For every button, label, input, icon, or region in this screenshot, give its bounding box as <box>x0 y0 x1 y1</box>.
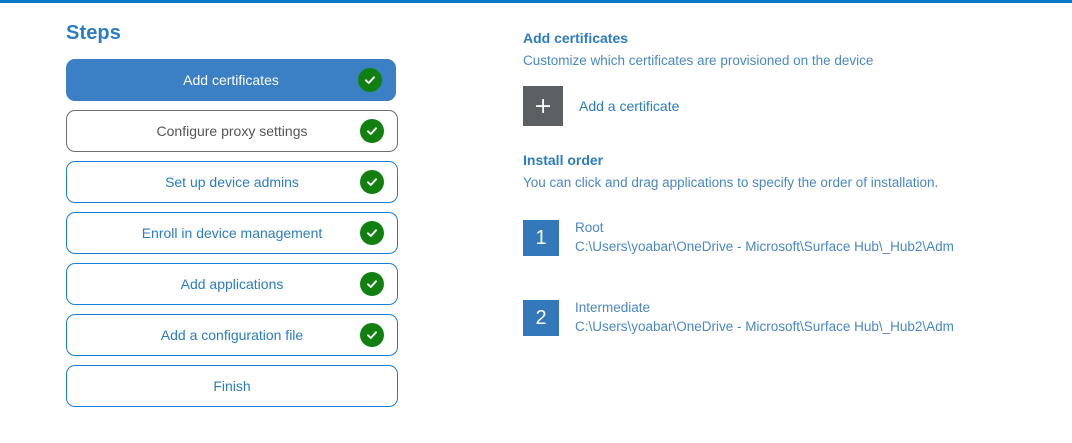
add-certificates-heading: Add certificates <box>523 30 629 46</box>
install-order-subtext: You can click and drag applications to s… <box>523 175 939 190</box>
check-icon <box>360 221 384 245</box>
step-label: Finish <box>213 378 251 394</box>
add-certificates-subtext: Customize which certificates are provisi… <box>523 53 874 68</box>
step-button-1[interactable]: Configure proxy settings <box>66 110 398 152</box>
install-order-name: Root <box>575 220 604 235</box>
add-certificates-section: Add certificates Customize which certifi… <box>523 30 1063 126</box>
add-certificate-button[interactable]: Add a certificate <box>523 86 679 126</box>
step-button-4[interactable]: Add applications <box>66 263 398 305</box>
steps-panel-title: Steps <box>66 22 121 44</box>
check-icon <box>360 170 384 194</box>
install-order-path: C:\Users\yoabar\OneDrive - Microsoft\Sur… <box>575 319 954 334</box>
check-icon <box>360 119 384 143</box>
step-button-6[interactable]: Finish <box>66 365 398 407</box>
step-label: Configure proxy settings <box>156 123 308 139</box>
step-button-0[interactable]: Add certificates <box>66 59 396 101</box>
top-accent-bar <box>0 0 1072 3</box>
install-order-name: Intermediate <box>575 300 651 315</box>
step-button-2[interactable]: Set up device admins <box>66 161 398 203</box>
check-icon <box>360 272 384 296</box>
add-certificate-label: Add a certificate <box>579 98 680 114</box>
install-order-number: 2 <box>523 300 559 336</box>
install-order-number: 1 <box>523 220 559 256</box>
step-label: Add a configuration file <box>160 327 304 343</box>
install-order-heading: Install order <box>523 152 604 168</box>
step-label: Set up device admins <box>165 174 299 190</box>
step-label: Add applications <box>180 276 284 292</box>
plus-icon <box>523 86 563 126</box>
check-icon <box>358 68 382 92</box>
install-order-section: Install order You can click and drag app… <box>523 152 1063 336</box>
step-button-5[interactable]: Add a configuration file <box>66 314 398 356</box>
step-label: Enroll in device management <box>141 225 323 241</box>
step-button-3[interactable]: Enroll in device management <box>66 212 398 254</box>
check-icon <box>360 323 384 347</box>
detail-panel: Add certificates Customize which certifi… <box>523 30 1063 336</box>
step-label: Add certificates <box>183 72 279 88</box>
install-order-path: C:\Users\yoabar\OneDrive - Microsoft\Sur… <box>575 239 954 254</box>
